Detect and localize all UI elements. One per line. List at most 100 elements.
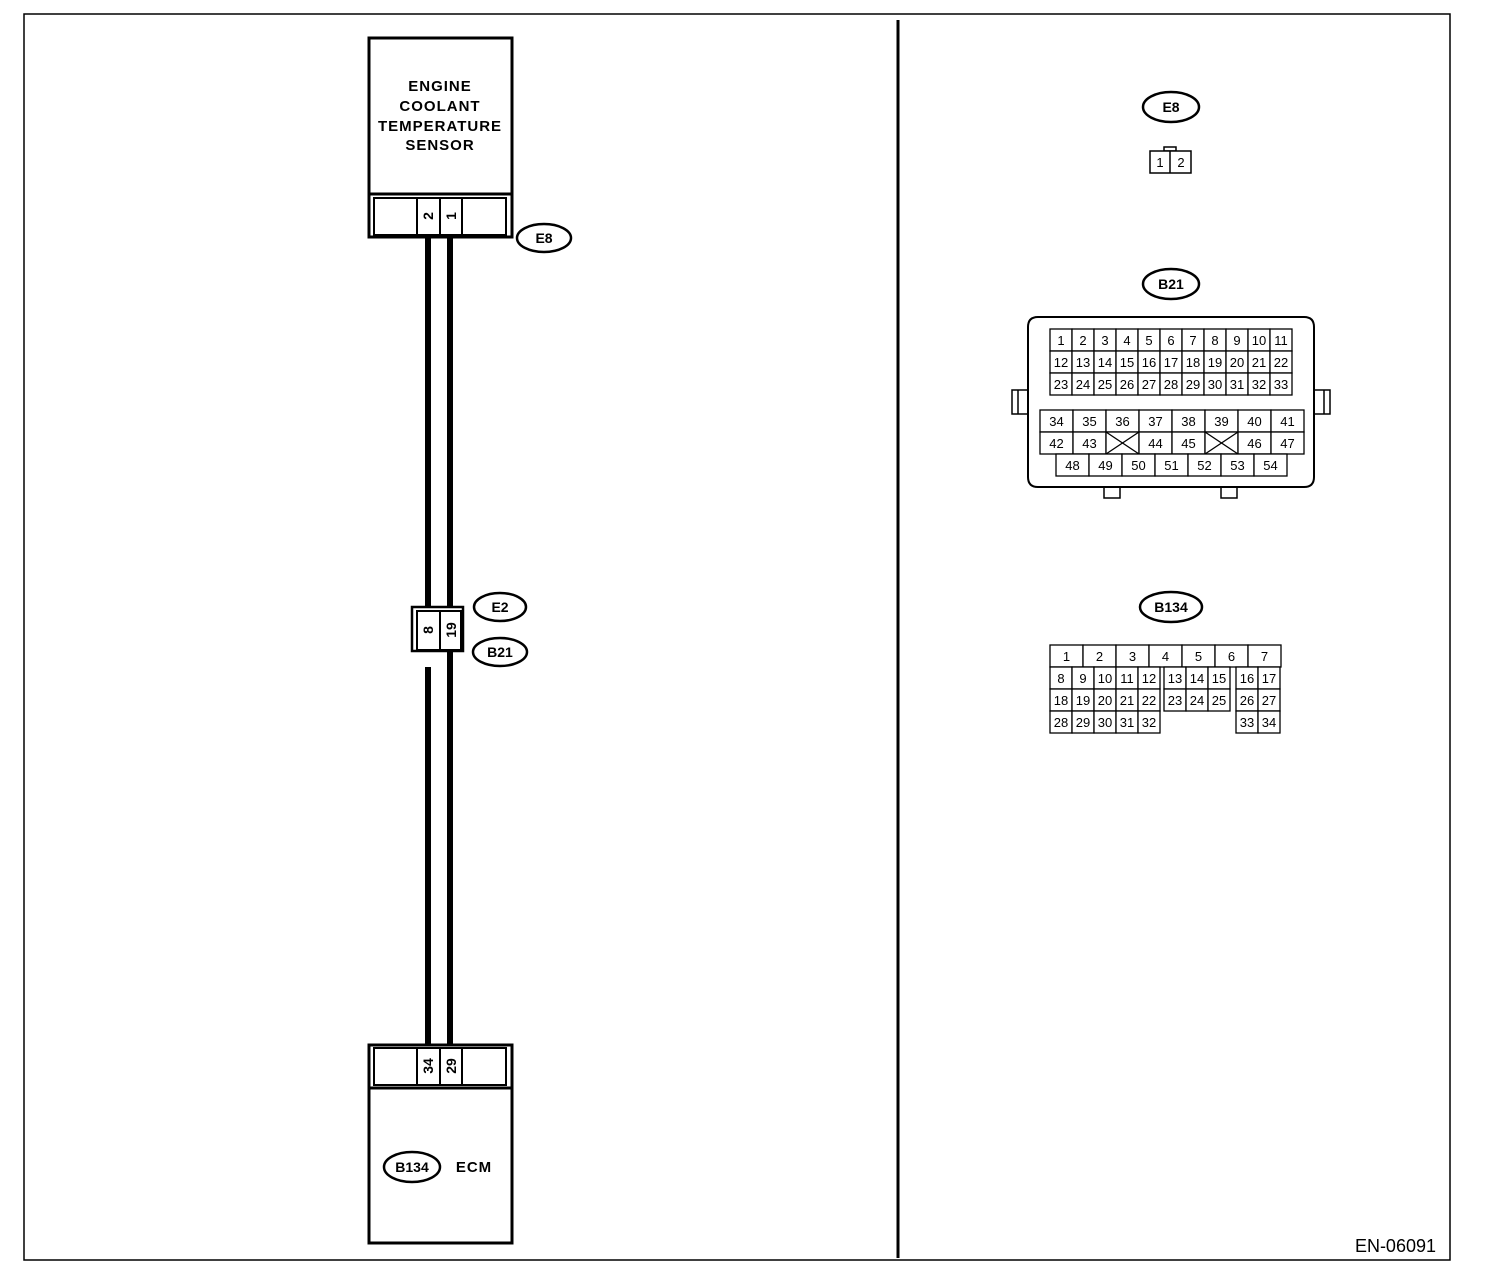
b134-pin-8: 8	[1057, 671, 1064, 686]
face-e8-pin-1: 1	[1156, 155, 1163, 170]
b134-pin-33: 33	[1240, 715, 1254, 730]
connector-face-e8: E8 1 2	[1141, 90, 1201, 174]
b21-pin-26: 26	[1120, 377, 1134, 392]
b21-pin-11: 11	[1274, 333, 1288, 348]
diagram-frame	[23, 13, 1451, 1261]
face-tag-e8	[1141, 90, 1201, 124]
b21-pin-32: 32	[1252, 377, 1266, 392]
b21-pin-2: 2	[1079, 333, 1086, 348]
b21-pin-21: 21	[1252, 355, 1266, 370]
b134-pin-31: 31	[1120, 715, 1134, 730]
b21-pin-29: 29	[1186, 377, 1200, 392]
connector-tag-e8-label: E8	[535, 230, 552, 246]
b21-pin-5: 5	[1145, 333, 1152, 348]
b21-blank-2-cross	[1105, 431, 1140, 455]
b134-pin-16: 16	[1240, 671, 1254, 686]
b21-pin-14: 14	[1098, 355, 1112, 370]
b21-pin-22: 22	[1274, 355, 1288, 370]
connector-tag-b134	[382, 1150, 442, 1184]
b21-pin-51: 51	[1164, 458, 1178, 473]
b134-pin-11: 11	[1120, 671, 1134, 686]
b21-pin-44: 44	[1148, 436, 1162, 451]
b21-pin-8: 8	[1211, 333, 1218, 348]
connector-tag-e2-label: E2	[491, 599, 508, 615]
b134-pin-17: 17	[1262, 671, 1276, 686]
ecm-pin-34: 34	[420, 1058, 436, 1074]
b21-pin-16: 16	[1142, 355, 1156, 370]
b21-pin-41: 41	[1280, 414, 1294, 429]
b21-pin-49: 49	[1098, 458, 1112, 473]
b21-pin-18: 18	[1186, 355, 1200, 370]
b134-pin-32-cell	[1137, 710, 1161, 734]
b134-pin-21: 21	[1120, 693, 1134, 708]
b134-pin-4: 4	[1162, 649, 1169, 664]
b21-pin-12: 12	[1054, 355, 1068, 370]
b134-pin-15: 15	[1212, 671, 1226, 686]
b21-pin-47: 47	[1280, 436, 1294, 451]
b134-pin-34: 34	[1262, 715, 1276, 730]
b134-pin-20: 20	[1098, 693, 1112, 708]
b21-pin-20: 20	[1230, 355, 1244, 370]
b21-pin-36: 36	[1115, 414, 1129, 429]
b134-pin-2: 2	[1096, 649, 1103, 664]
b21-pin-52: 52	[1197, 458, 1211, 473]
b134-pin-26: 26	[1240, 693, 1254, 708]
joint-pin-8: 8	[420, 626, 436, 634]
b21-pin-10: 10	[1252, 333, 1266, 348]
b134-pin-30: 30	[1098, 715, 1112, 730]
b21-pin-6: 6	[1167, 333, 1174, 348]
b21-pin-35: 35	[1082, 414, 1096, 429]
b21-blank-5-cross	[1204, 431, 1239, 455]
b134-pin-25-cell	[1207, 688, 1231, 712]
b134-pin-13: 13	[1168, 671, 1182, 686]
ecm-pin-29: 29	[443, 1058, 459, 1074]
b134-pin-18: 18	[1054, 693, 1068, 708]
b21-pin-24: 24	[1076, 377, 1090, 392]
b21-pin-42: 42	[1049, 436, 1063, 451]
b134-pin-22: 22	[1142, 693, 1156, 708]
engine-coolant-temperature-sensor: ENGINE COOLANT TEMPERATURE SENSOR 2 1 E8	[367, 36, 573, 254]
b21-pin-19: 19	[1208, 355, 1222, 370]
b134-pin-3: 3	[1129, 649, 1136, 664]
b21-pin-33-cell	[1269, 372, 1293, 396]
b21-pin-27: 27	[1142, 377, 1156, 392]
sensor-body	[367, 36, 514, 196]
ecm-unit: 34 29 B134 ECM	[367, 1043, 514, 1245]
b134-pin-7: 7	[1261, 649, 1268, 664]
face-tag-e8-label: E8	[1162, 99, 1179, 115]
b21-pin-1: 1	[1057, 333, 1064, 348]
b134-pin-1: 1	[1063, 649, 1070, 664]
sensor-pin-2: 2	[420, 212, 436, 220]
b21-pin-30: 30	[1208, 377, 1222, 392]
harness-wires	[425, 237, 453, 1045]
b21-pin-37: 37	[1148, 414, 1162, 429]
b134-pin-14: 14	[1190, 671, 1204, 686]
b21-pin-33: 33	[1274, 377, 1288, 392]
b21-pin-13: 13	[1076, 355, 1090, 370]
b21-pin-25: 25	[1098, 377, 1112, 392]
sensor-label-line3: TEMPERATURE	[378, 118, 502, 135]
b21-pin-23: 23	[1054, 377, 1068, 392]
connector-tag-e8	[515, 222, 573, 254]
ecm-label: ECM	[456, 1159, 492, 1176]
b21-pin-48: 48	[1065, 458, 1079, 473]
face-e8-pin-2: 2	[1177, 155, 1184, 170]
face-tag-b134-label: B134	[1154, 599, 1188, 615]
b134-pin-9: 9	[1079, 671, 1086, 686]
connector-tag-b21-label: B21	[487, 644, 513, 660]
b134-pin-24: 24	[1190, 693, 1204, 708]
b134-pin-19: 19	[1076, 693, 1090, 708]
b21-pin-3: 3	[1101, 333, 1108, 348]
connector-tag-b21	[471, 636, 529, 668]
b21-pin-28: 28	[1164, 377, 1178, 392]
b21-pin-45: 45	[1181, 436, 1195, 451]
b21-pin-39: 39	[1214, 414, 1228, 429]
b134-pin-10: 10	[1098, 671, 1112, 686]
sensor-pin-1: 1	[443, 212, 459, 220]
b21-pin-50: 50	[1131, 458, 1145, 473]
b134-pin-28: 28	[1054, 715, 1068, 730]
b21-pin-43: 43	[1082, 436, 1096, 451]
